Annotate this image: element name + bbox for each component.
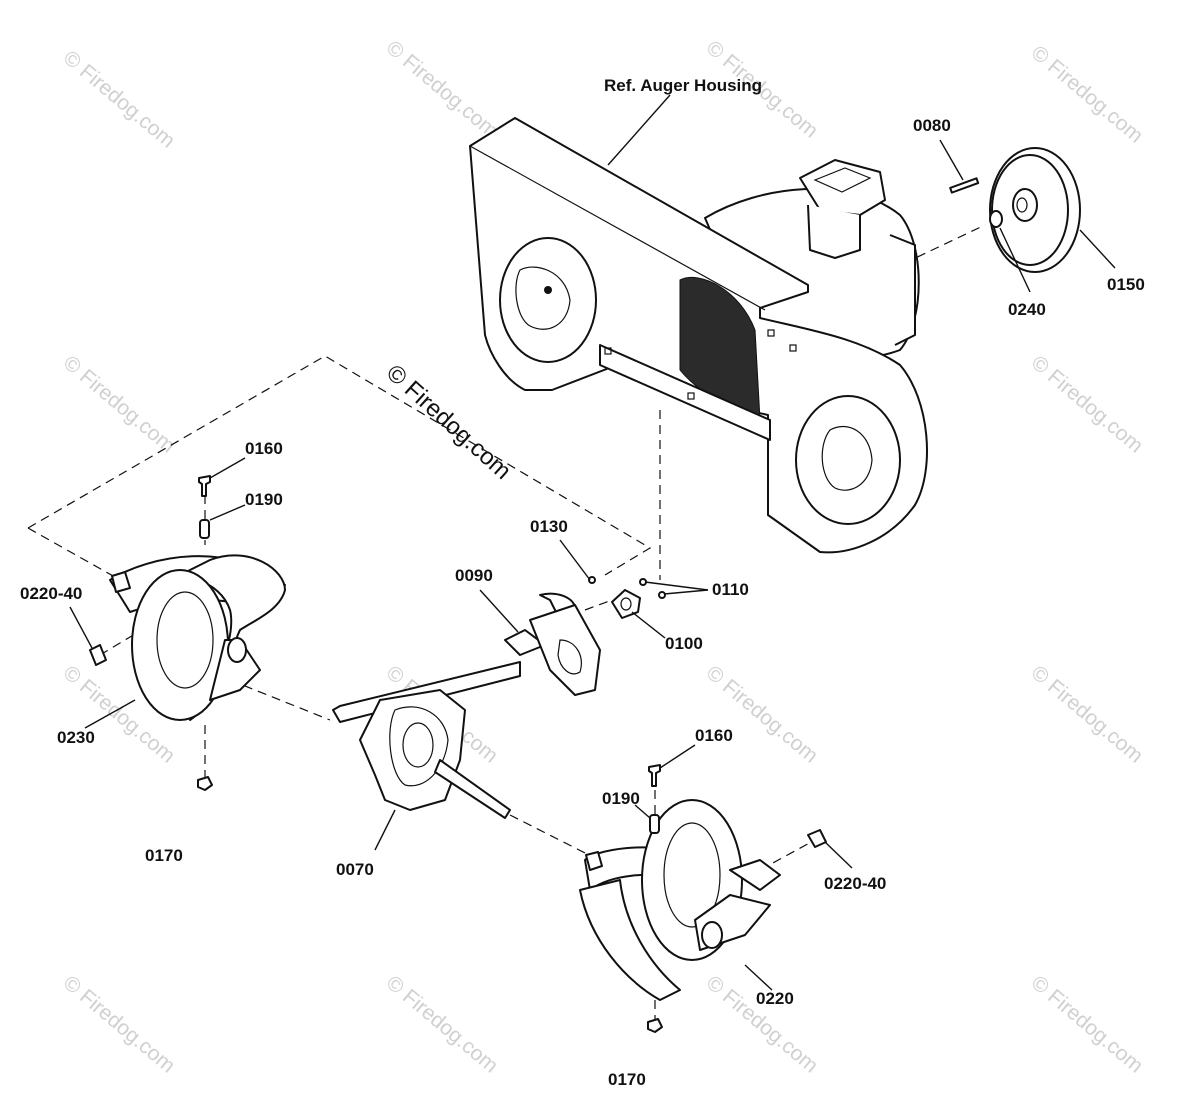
label-0130: 0130: [530, 517, 568, 536]
watermark-tile: © Firedog.com: [1027, 41, 1148, 147]
watermark-tile: © Firedog.com: [59, 351, 180, 457]
label-0170: 0170: [145, 846, 183, 865]
nut-0110: [658, 591, 666, 599]
washer-0240: [989, 210, 1003, 228]
label-0150: 0150: [1107, 275, 1145, 294]
leader-lines: [69, 94, 1116, 991]
bearing-flange: [611, 589, 641, 619]
label-0160: 0160: [695, 726, 733, 745]
label-0110: 0110: [712, 580, 749, 599]
label-0220-40: 0220-40: [20, 584, 82, 603]
label-0240: 0240: [1008, 300, 1046, 319]
label-0160: 0160: [245, 439, 283, 458]
label-0190: 0190: [602, 789, 640, 808]
key-0080: [949, 177, 980, 194]
watermark-main: © Firedog.com: [381, 359, 516, 485]
gearbox: [332, 661, 521, 819]
watermark-tile: © Firedog.com: [59, 46, 180, 152]
left-fasteners: [89, 475, 213, 791]
label-0070: 0070: [336, 860, 374, 879]
watermark-tile: © Firedog.com: [382, 36, 503, 142]
watermark-tile: © Firedog.com: [702, 661, 823, 767]
label-0220: 0220: [756, 989, 794, 1008]
watermark-tile: © Firedog.com: [1027, 971, 1148, 1077]
label-0190: 0190: [245, 490, 283, 509]
watermark-tile: © Firedog.com: [382, 971, 503, 1077]
impeller: [504, 592, 601, 696]
left-auger: [109, 554, 286, 721]
label-0080: 0080: [913, 116, 951, 135]
right-auger: [579, 799, 781, 1001]
bolt-0130: [588, 576, 596, 584]
watermark-tile: © Firedog.com: [59, 971, 180, 1077]
label-0100: 0100: [665, 634, 703, 653]
right-fasteners: [647, 764, 827, 1033]
auger-housing: [469, 117, 928, 554]
watermark-tile: © Firedog.com: [702, 971, 823, 1077]
label-0230: 0230: [57, 728, 95, 747]
label-0090: 0090: [455, 566, 493, 585]
callout-labels: Ref. Auger Housing 0080 0150 0240 0160 0…: [20, 76, 1145, 1089]
watermark-tile: © Firedog.com: [1027, 661, 1148, 767]
label-ref-auger-housing: Ref. Auger Housing: [604, 76, 762, 95]
label-0220-40: 0220-40: [824, 874, 886, 893]
watermark-tile: © Firedog.com: [1027, 351, 1148, 457]
pulley: [989, 147, 1081, 273]
label-0170: 0170: [608, 1070, 646, 1089]
